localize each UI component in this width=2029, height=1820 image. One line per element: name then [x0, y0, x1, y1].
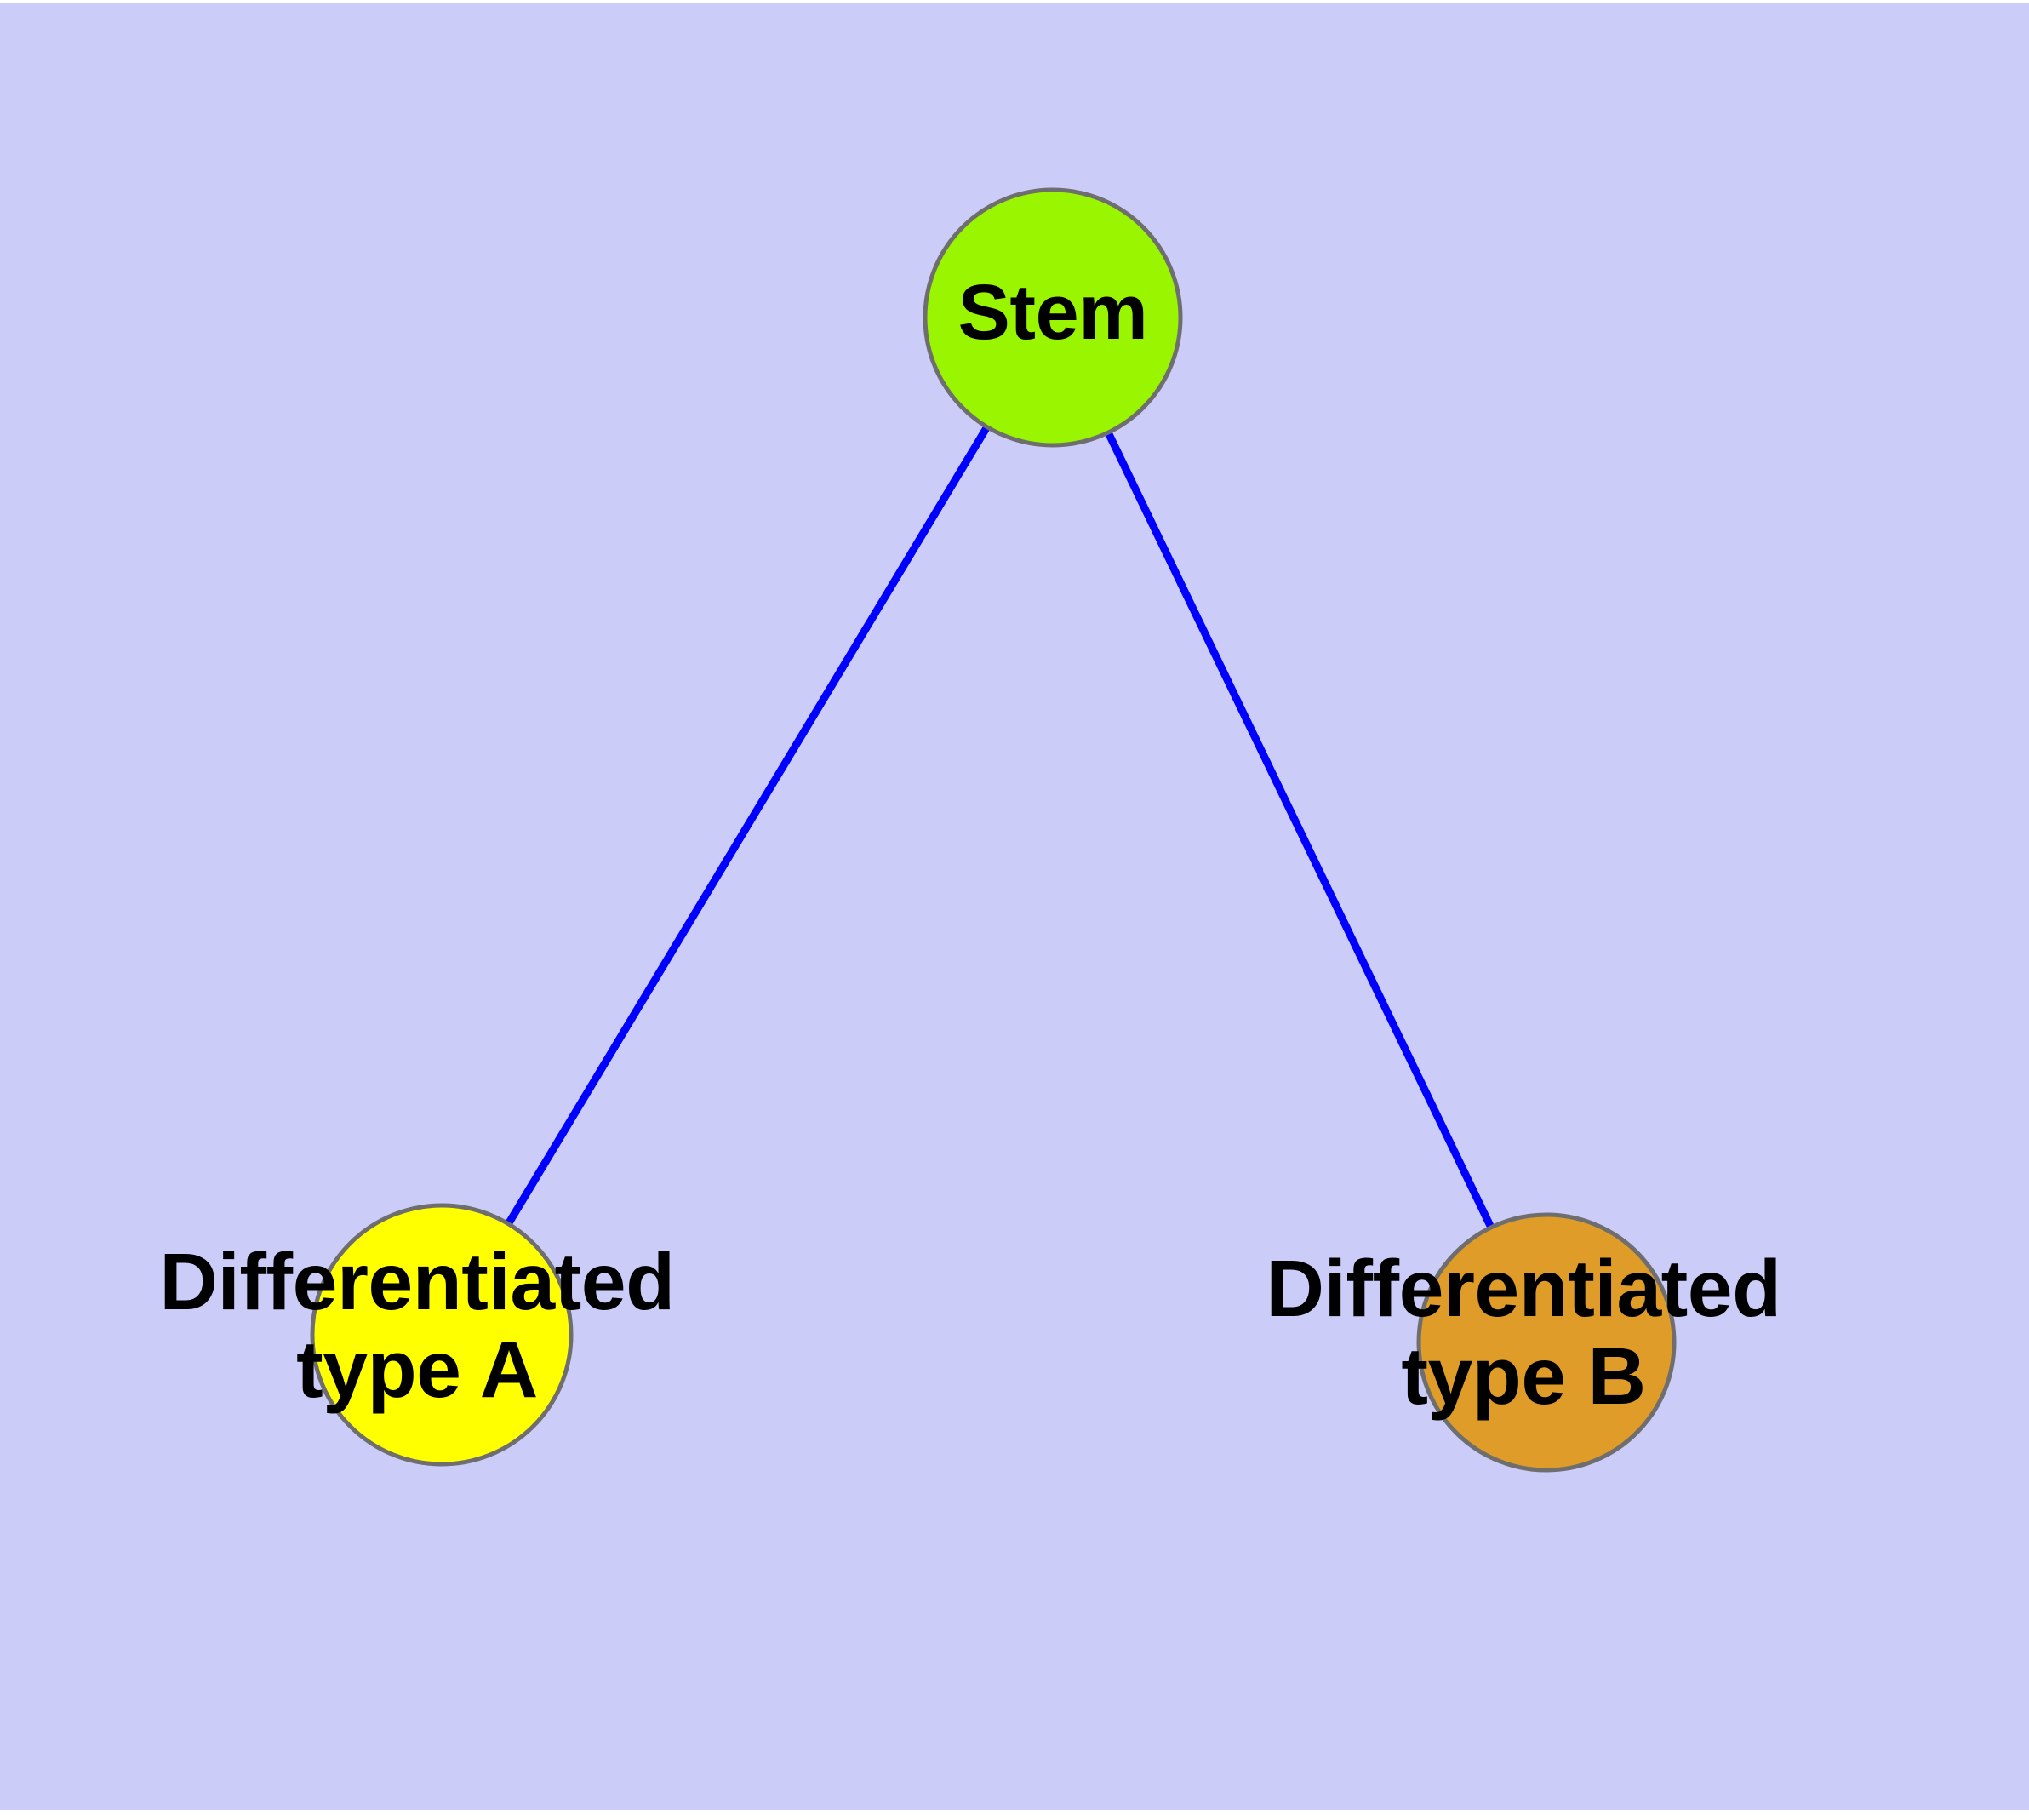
- node-diff-b[interactable]: [1416, 1212, 1677, 1473]
- node-diff-a[interactable]: [310, 1203, 574, 1467]
- edge-stem-to-diff-a: [438, 315, 1056, 1337]
- node-stem[interactable]: [923, 187, 1183, 448]
- edge-layer: [438, 315, 1551, 1344]
- edge-stem-to-diff-b: [1049, 316, 1551, 1344]
- node-layer: [310, 187, 1677, 1473]
